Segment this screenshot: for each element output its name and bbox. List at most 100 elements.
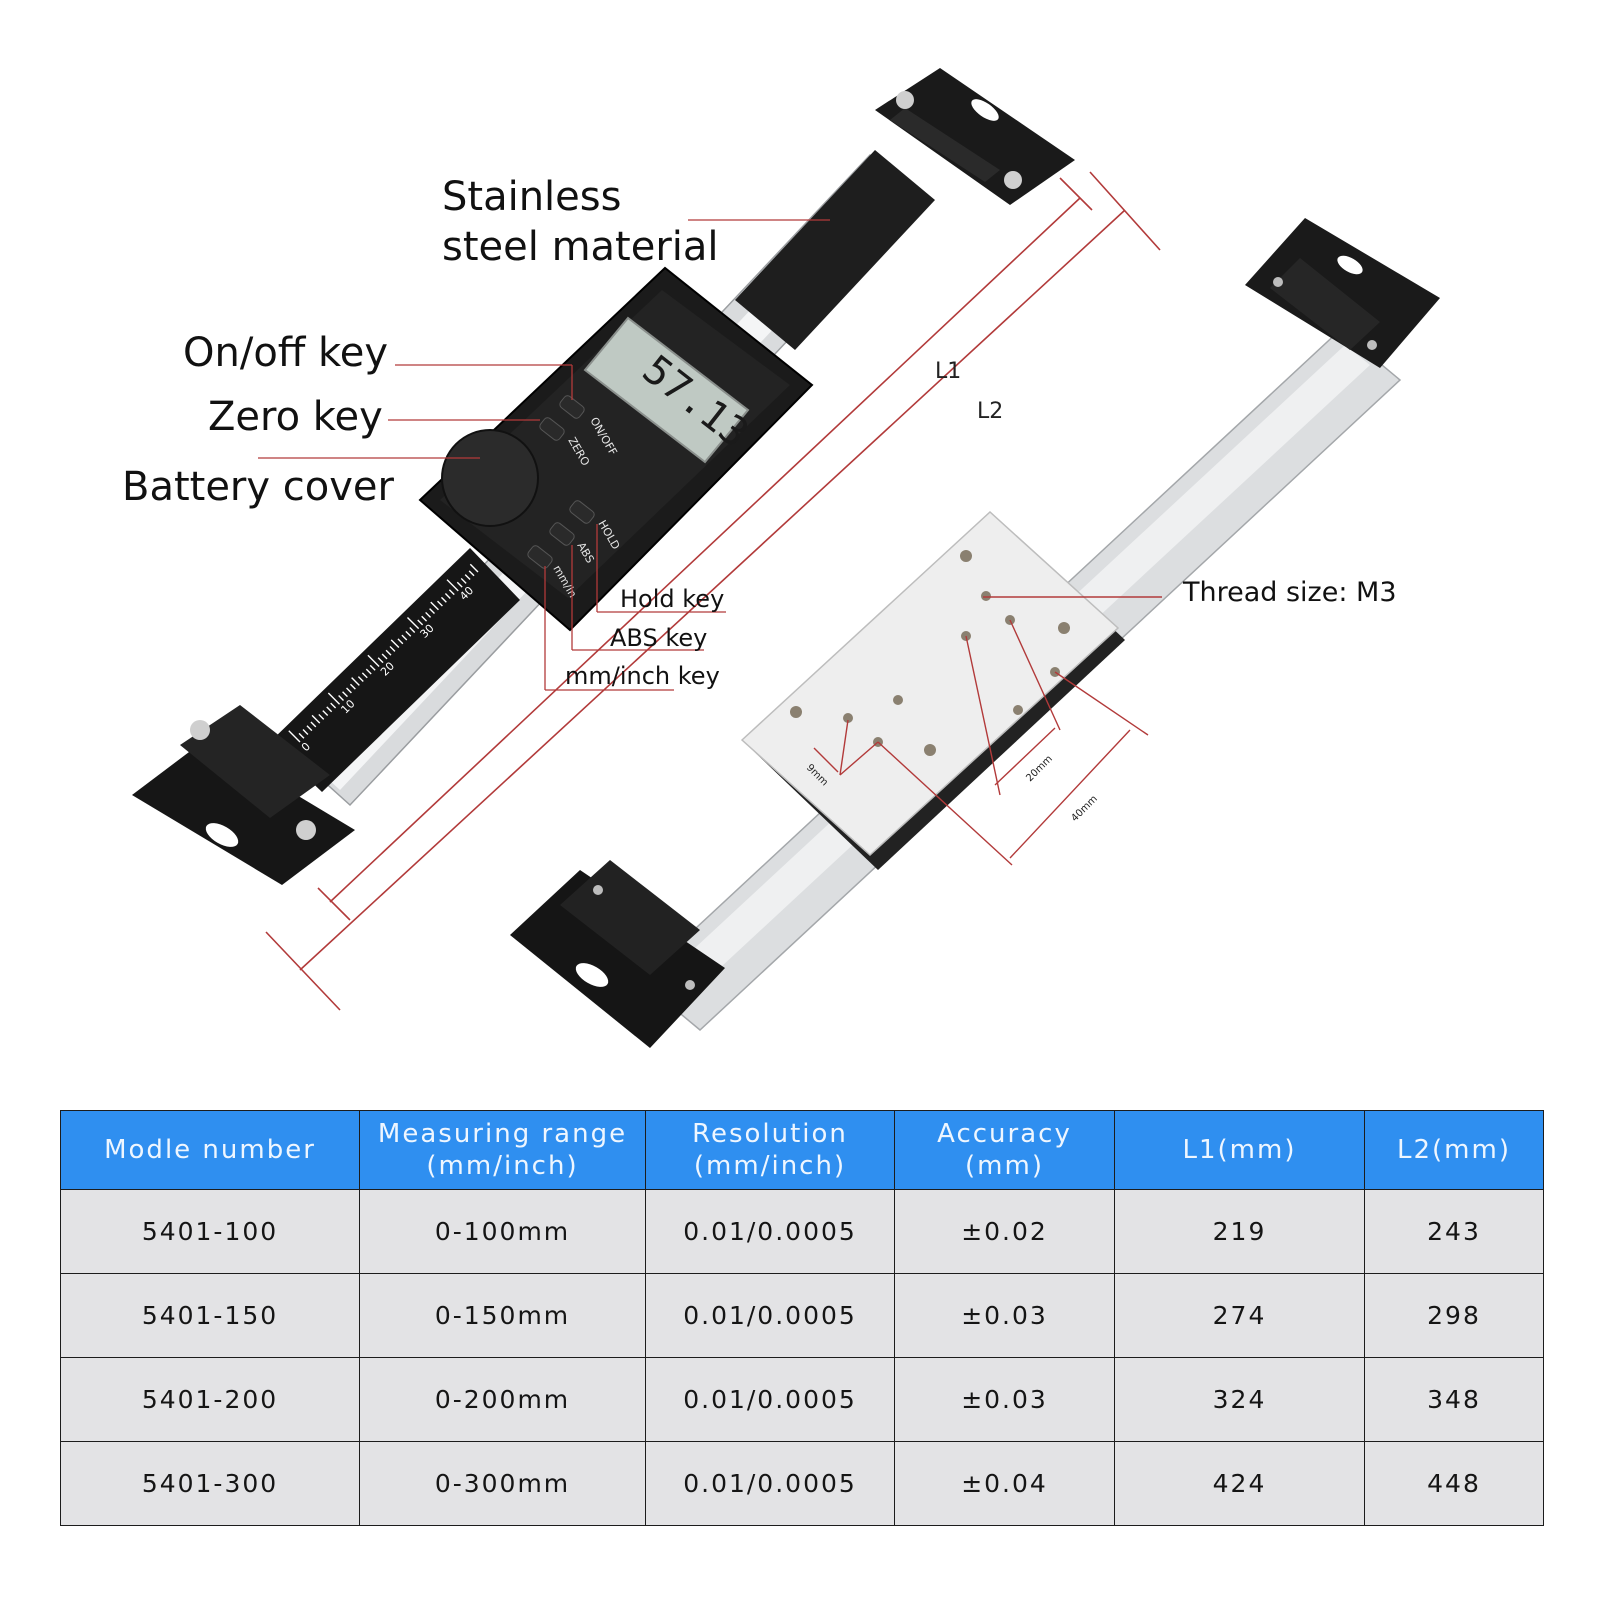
cell-range: 0-200mm <box>359 1357 646 1442</box>
ruler-tick <box>311 714 321 724</box>
ruler-tick <box>322 710 329 717</box>
cell-accuracy: ±0.03 <box>894 1273 1115 1358</box>
cell-range: 0-100mm <box>359 1189 646 1274</box>
ruler-tick <box>425 611 432 618</box>
ruler-tick <box>298 732 305 739</box>
cell-model: 5401-150 <box>60 1273 360 1358</box>
ruler-tick <box>327 692 341 705</box>
dimension-l2-line <box>265 171 1161 1011</box>
cell-range: 0-150mm <box>359 1273 646 1358</box>
header-accuracy: Accuracy (mm) <box>894 1110 1115 1190</box>
hold-button[interactable] <box>568 499 596 525</box>
callout-leaders <box>258 219 830 691</box>
screw-icon <box>296 820 316 840</box>
cell-l1: 324 <box>1114 1357 1365 1442</box>
ruler-tick <box>302 729 309 735</box>
cell-resolution: 0.01/0.0005 <box>645 1441 895 1526</box>
ruler-tick <box>377 657 384 664</box>
cell-l2: 448 <box>1364 1441 1544 1526</box>
on-off-button[interactable] <box>558 394 586 420</box>
abs-button[interactable] <box>548 521 576 547</box>
callout-battery-cover: Battery cover <box>122 464 394 510</box>
ruler-tick <box>361 672 368 679</box>
ruler-tick <box>460 577 467 584</box>
ruler-tick <box>351 677 360 686</box>
cell-l2: 348 <box>1364 1357 1544 1442</box>
battery-cover <box>441 429 539 527</box>
ruler-tick <box>389 645 396 652</box>
ruler-tick <box>440 596 447 603</box>
ruler-tick <box>469 563 479 573</box>
table-row: 5401-150 0-150mm 0.01/0.0005 ±0.03 274 2… <box>60 1273 1544 1358</box>
right-top-bracket <box>1245 218 1440 368</box>
cell-model: 5401-100 <box>60 1189 360 1274</box>
screw-icon <box>1004 171 1022 189</box>
cell-accuracy: ±0.04 <box>894 1441 1115 1526</box>
cell-model: 5401-300 <box>60 1441 360 1526</box>
ruler-tick <box>464 574 471 581</box>
ruler-tick <box>437 600 443 607</box>
ruler-tick <box>417 619 424 626</box>
hole-spacing-lines <box>813 596 1162 866</box>
dimension-20mm-label: 20mm <box>1024 754 1055 785</box>
screw-icon <box>1367 340 1377 350</box>
ruler-tick <box>397 638 404 645</box>
cell-accuracy: ±0.02 <box>894 1189 1115 1274</box>
digital-display-unit: 57.13 ON/OFF ZERO HOLD ABS mm/in <box>418 266 814 632</box>
cell-l1: 274 <box>1114 1273 1365 1358</box>
cell-l1: 424 <box>1114 1441 1365 1526</box>
ruler-tick <box>357 676 364 683</box>
ruler-tick <box>326 706 333 713</box>
ruler-tick <box>448 589 455 596</box>
ruler-tick <box>381 653 388 660</box>
ruler-tick <box>385 649 392 656</box>
ruler-tick <box>456 581 463 588</box>
ruler-tick <box>346 687 352 694</box>
cell-l2: 298 <box>1364 1273 1544 1358</box>
ruler-tick <box>409 627 416 633</box>
right-bottom-bracket <box>510 860 725 1048</box>
ruler-tick <box>390 639 400 649</box>
ruler-tick <box>318 713 325 720</box>
top-mounting-bracket <box>875 68 1075 205</box>
table-row: 5401-300 0-300mm 0.01/0.0005 ±0.04 424 4… <box>60 1441 1544 1526</box>
table-row: 5401-100 0-100mm 0.01/0.0005 ±0.02 219 2… <box>60 1189 1544 1274</box>
ruler-tick <box>468 570 475 577</box>
screw-icon <box>593 885 603 895</box>
dimension-l2-label: L2 <box>977 399 1003 424</box>
screw-icon <box>1273 277 1283 287</box>
header-l2: L2(mm) <box>1364 1110 1544 1190</box>
cell-range: 0-300mm <box>359 1441 646 1526</box>
header-resolution: Resolution (mm/inch) <box>645 1110 895 1190</box>
ruler-tick <box>444 593 451 599</box>
ruler-tick <box>401 634 408 641</box>
cell-resolution: 0.01/0.0005 <box>645 1273 895 1358</box>
cell-l2: 243 <box>1364 1189 1544 1274</box>
bottom-mounting-bracket <box>132 705 355 885</box>
zero-button[interactable] <box>538 416 566 442</box>
ruler-tick <box>288 730 301 743</box>
table-header-row: Modle number Measuring range (mm/inch) R… <box>60 1110 1544 1190</box>
cell-l1: 219 <box>1114 1189 1365 1274</box>
callout-zero-key: Zero key <box>208 394 383 440</box>
ruler-tick <box>330 702 337 709</box>
dimension-l1-line <box>317 177 1093 921</box>
callout-thread-size: Thread size: M3 <box>1183 577 1397 608</box>
ruler-tick <box>306 725 313 732</box>
ruler-tick <box>406 616 420 630</box>
screw-icon <box>190 720 210 740</box>
specification-table: Modle number Measuring range (mm/inch) R… <box>60 1110 1544 1526</box>
ruler-tick <box>405 630 412 637</box>
ruler-tick <box>349 683 356 690</box>
cell-resolution: 0.01/0.0005 <box>645 1357 895 1442</box>
ruler-tick <box>310 721 317 728</box>
mm-inch-button[interactable] <box>526 544 554 570</box>
ruler-tick <box>369 664 376 671</box>
cell-resolution: 0.01/0.0005 <box>645 1189 895 1274</box>
ruler-tick <box>367 654 380 667</box>
ruler-tick <box>429 608 435 615</box>
header-model-number: Modle number <box>60 1110 360 1190</box>
table-row: 5401-200 0-200mm 0.01/0.0005 ±0.03 324 3… <box>60 1357 1544 1442</box>
